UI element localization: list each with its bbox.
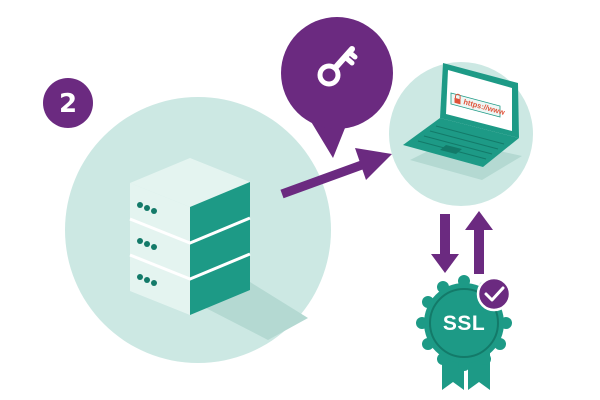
key-bubble bbox=[281, 17, 393, 158]
step-badge-circle bbox=[43, 78, 93, 128]
step-badge: 2 bbox=[43, 78, 93, 128]
laptop-trackpad bbox=[440, 145, 462, 154]
server-to-laptop-arrow bbox=[280, 148, 392, 199]
up-arrow-shaft bbox=[474, 228, 484, 274]
seal-inner-ring bbox=[429, 288, 499, 358]
server-unit-2-front bbox=[130, 219, 190, 279]
down-arrow-shaft bbox=[440, 214, 450, 256]
ssl-label: SSL bbox=[443, 312, 485, 335]
server-top bbox=[130, 158, 250, 207]
ssl-certificate-badge-icon: SSL bbox=[416, 275, 512, 390]
checkmark-icon bbox=[476, 276, 512, 312]
bidirectional-arrows-icon bbox=[431, 211, 493, 274]
key-icon bbox=[317, 46, 358, 87]
down-arrow-head bbox=[431, 254, 459, 273]
up-arrow-head bbox=[465, 211, 493, 230]
server-separator bbox=[129, 216, 251, 245]
server-leds bbox=[137, 202, 157, 286]
laptop-deck bbox=[403, 118, 519, 167]
address-bar bbox=[450, 92, 501, 118]
laptop-icon: https://www bbox=[403, 63, 522, 180]
server-unit-1-front bbox=[130, 183, 190, 243]
server-unit-3-side bbox=[190, 254, 250, 315]
server-unit-1-side bbox=[190, 182, 250, 243]
server-separator bbox=[129, 252, 251, 281]
server-unit-3-front bbox=[130, 255, 190, 315]
step-number: 2 bbox=[59, 89, 77, 119]
server-icon bbox=[129, 158, 308, 340]
server-unit-2-side bbox=[190, 218, 250, 279]
padlock-icon bbox=[454, 93, 461, 105]
